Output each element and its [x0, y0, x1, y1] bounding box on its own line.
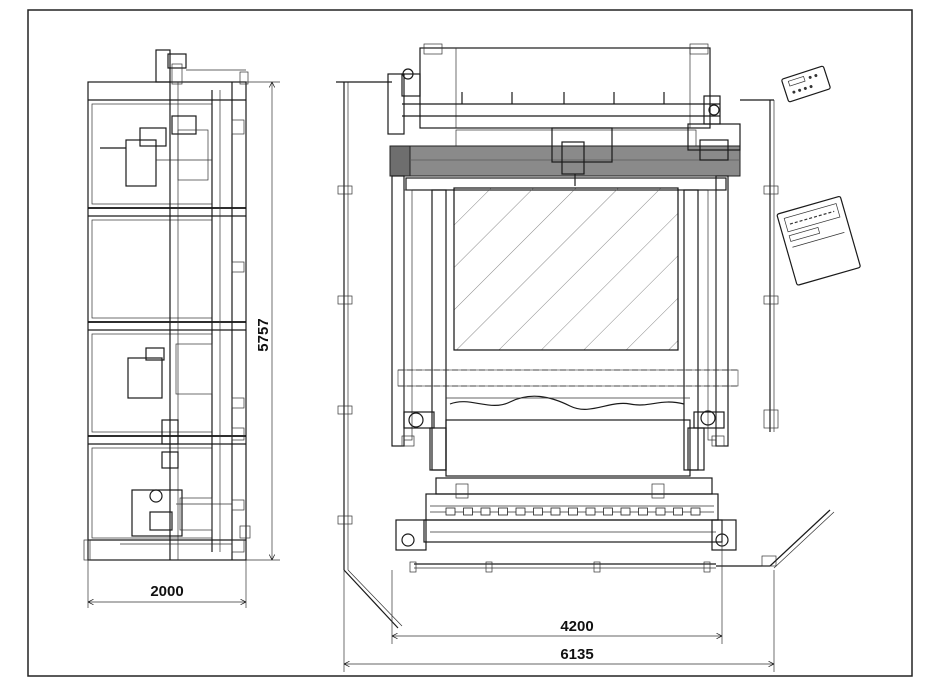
right-fence: [716, 99, 835, 569]
left-fence: [336, 81, 403, 629]
page-border: [27, 9, 913, 677]
side-width-label: 2000: [150, 583, 183, 600]
dimension-inner-width: [391, 520, 723, 644]
conveyor-roller: [445, 507, 456, 516]
conveyor-roller: [515, 507, 526, 516]
main-beam: [389, 145, 741, 177]
conveyor-roller: [620, 507, 631, 516]
hatched-panel: [453, 187, 679, 351]
conveyor-roller: [550, 507, 561, 516]
overall-width-label: 6135: [560, 646, 593, 663]
conveyor-roller: [463, 507, 473, 516]
conveyor-roller: [480, 507, 491, 516]
dimension-overall-width: [343, 570, 775, 672]
side-height-label: 5757: [255, 318, 272, 351]
conveyor-roller: [533, 507, 543, 516]
conveyor-roller: [690, 507, 701, 516]
side-view: [83, 49, 251, 561]
conveyor-roller: [673, 507, 683, 516]
front-view: [387, 43, 741, 573]
conveyor-roller: [655, 507, 666, 516]
conveyor-rollers: [445, 507, 701, 516]
inner-width-label: 4200: [560, 618, 593, 635]
conveyor-roller: [498, 507, 508, 516]
conveyor-roller: [568, 507, 578, 516]
remote-control-panel: [781, 65, 831, 103]
conveyor-roller: [585, 507, 596, 516]
control-cabinet: [776, 195, 861, 286]
dimension-side-height: [246, 81, 280, 561]
conveyor-roller: [638, 507, 648, 516]
dimension-side-width: [87, 560, 247, 608]
conveyor-roller: [603, 507, 613, 516]
